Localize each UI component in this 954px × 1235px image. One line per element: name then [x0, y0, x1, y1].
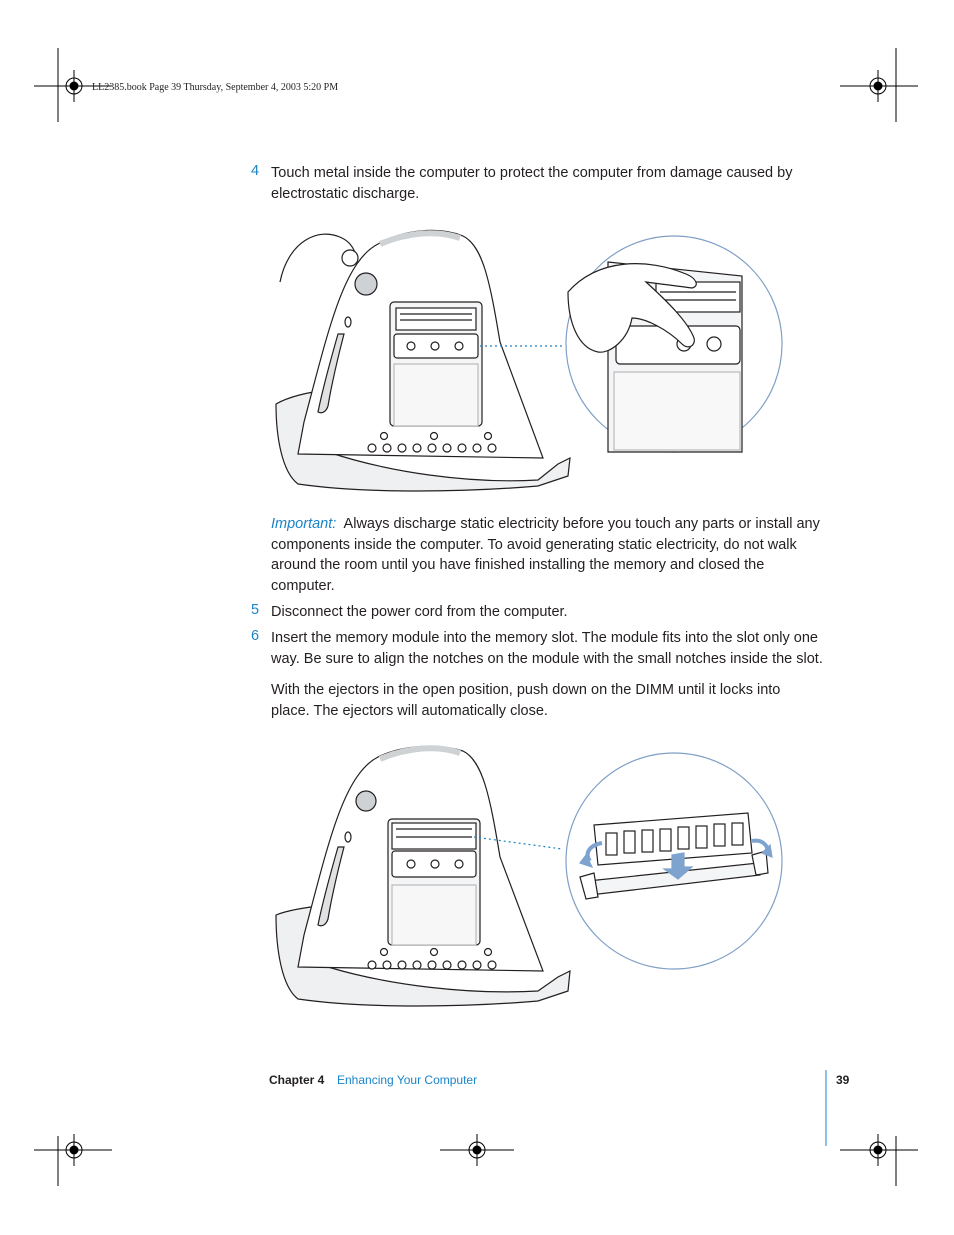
page-number: 39 [836, 1073, 850, 1087]
important-label: Important: [271, 516, 337, 532]
step-number: 5 [251, 602, 260, 618]
illustration-touch-metal [275, 229, 783, 492]
step-text: Insert the memory module into the memory… [271, 630, 823, 667]
step-number: 4 [251, 163, 260, 179]
illustration-insert-dimm [275, 745, 783, 1007]
important-note: Important: Always discharge static elect… [271, 514, 823, 596]
step-text: Touch metal inside the computer to prote… [271, 165, 793, 202]
step-number: 6 [251, 628, 260, 644]
print-slug: LL2385.book Page 39 Thursday, September … [92, 82, 339, 93]
important-text: Always discharge static electricity befo… [271, 516, 820, 594]
footer-chapter: Chapter 4 [269, 1073, 325, 1087]
footer-chapter-title: Enhancing Your Computer [337, 1073, 478, 1087]
step-text: Disconnect the power cord from the compu… [271, 604, 568, 620]
ejector-paragraph: With the ejectors in the open position, … [271, 682, 781, 719]
